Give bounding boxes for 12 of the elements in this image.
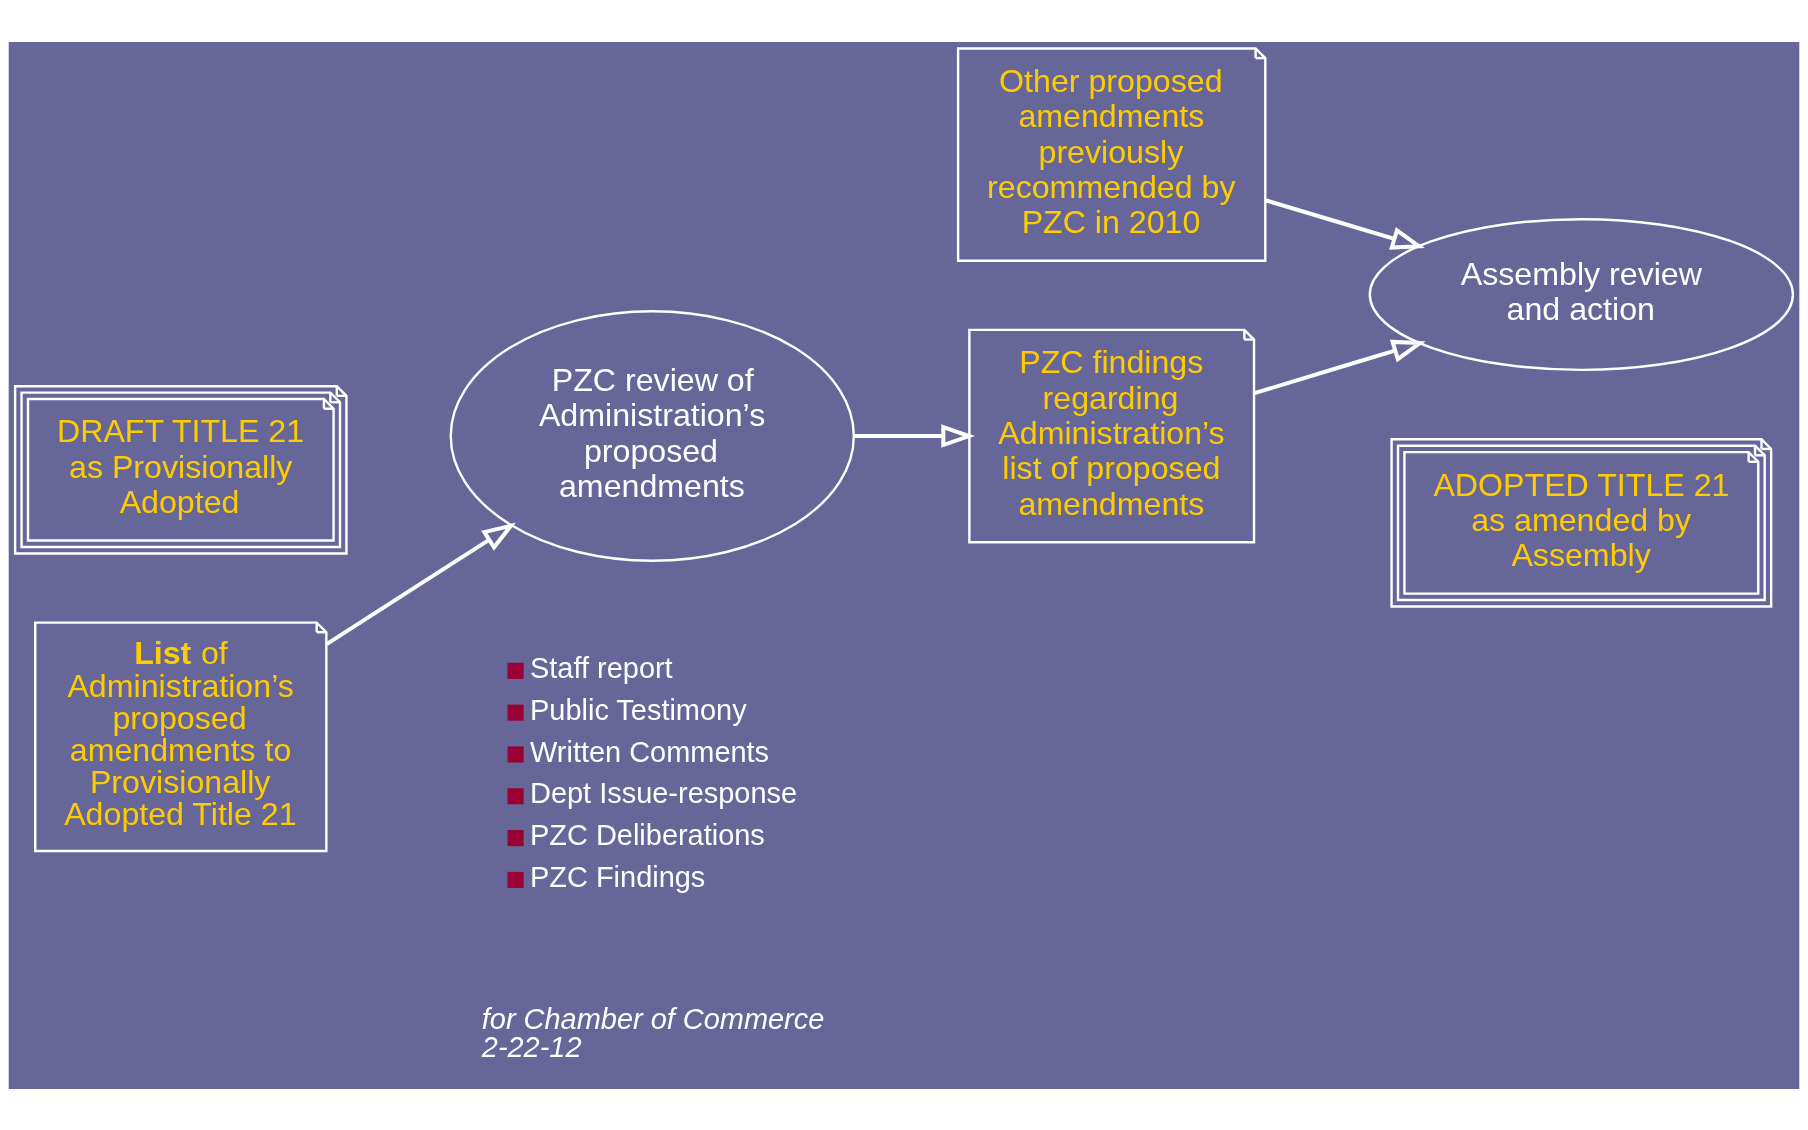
- node-label: Dept Issue-response: [530, 776, 798, 809]
- arrow: [853, 423, 976, 448]
- node-ellipse: PZC review of Administration’s proposed amendments: [449, 309, 856, 562]
- arrow: [325, 522, 516, 646]
- node-label: Written Comments: [530, 735, 770, 768]
- node-label: Public Testimony: [530, 693, 747, 726]
- arrow: [1264, 197, 1425, 250]
- node-label: PZC Findings: [530, 860, 706, 893]
- node-ellipse: Assembly review and action: [1368, 217, 1795, 371]
- node-label: Staff report: [530, 651, 673, 684]
- arrow: [1253, 339, 1426, 395]
- node-label: PZC Deliberations: [530, 818, 765, 851]
